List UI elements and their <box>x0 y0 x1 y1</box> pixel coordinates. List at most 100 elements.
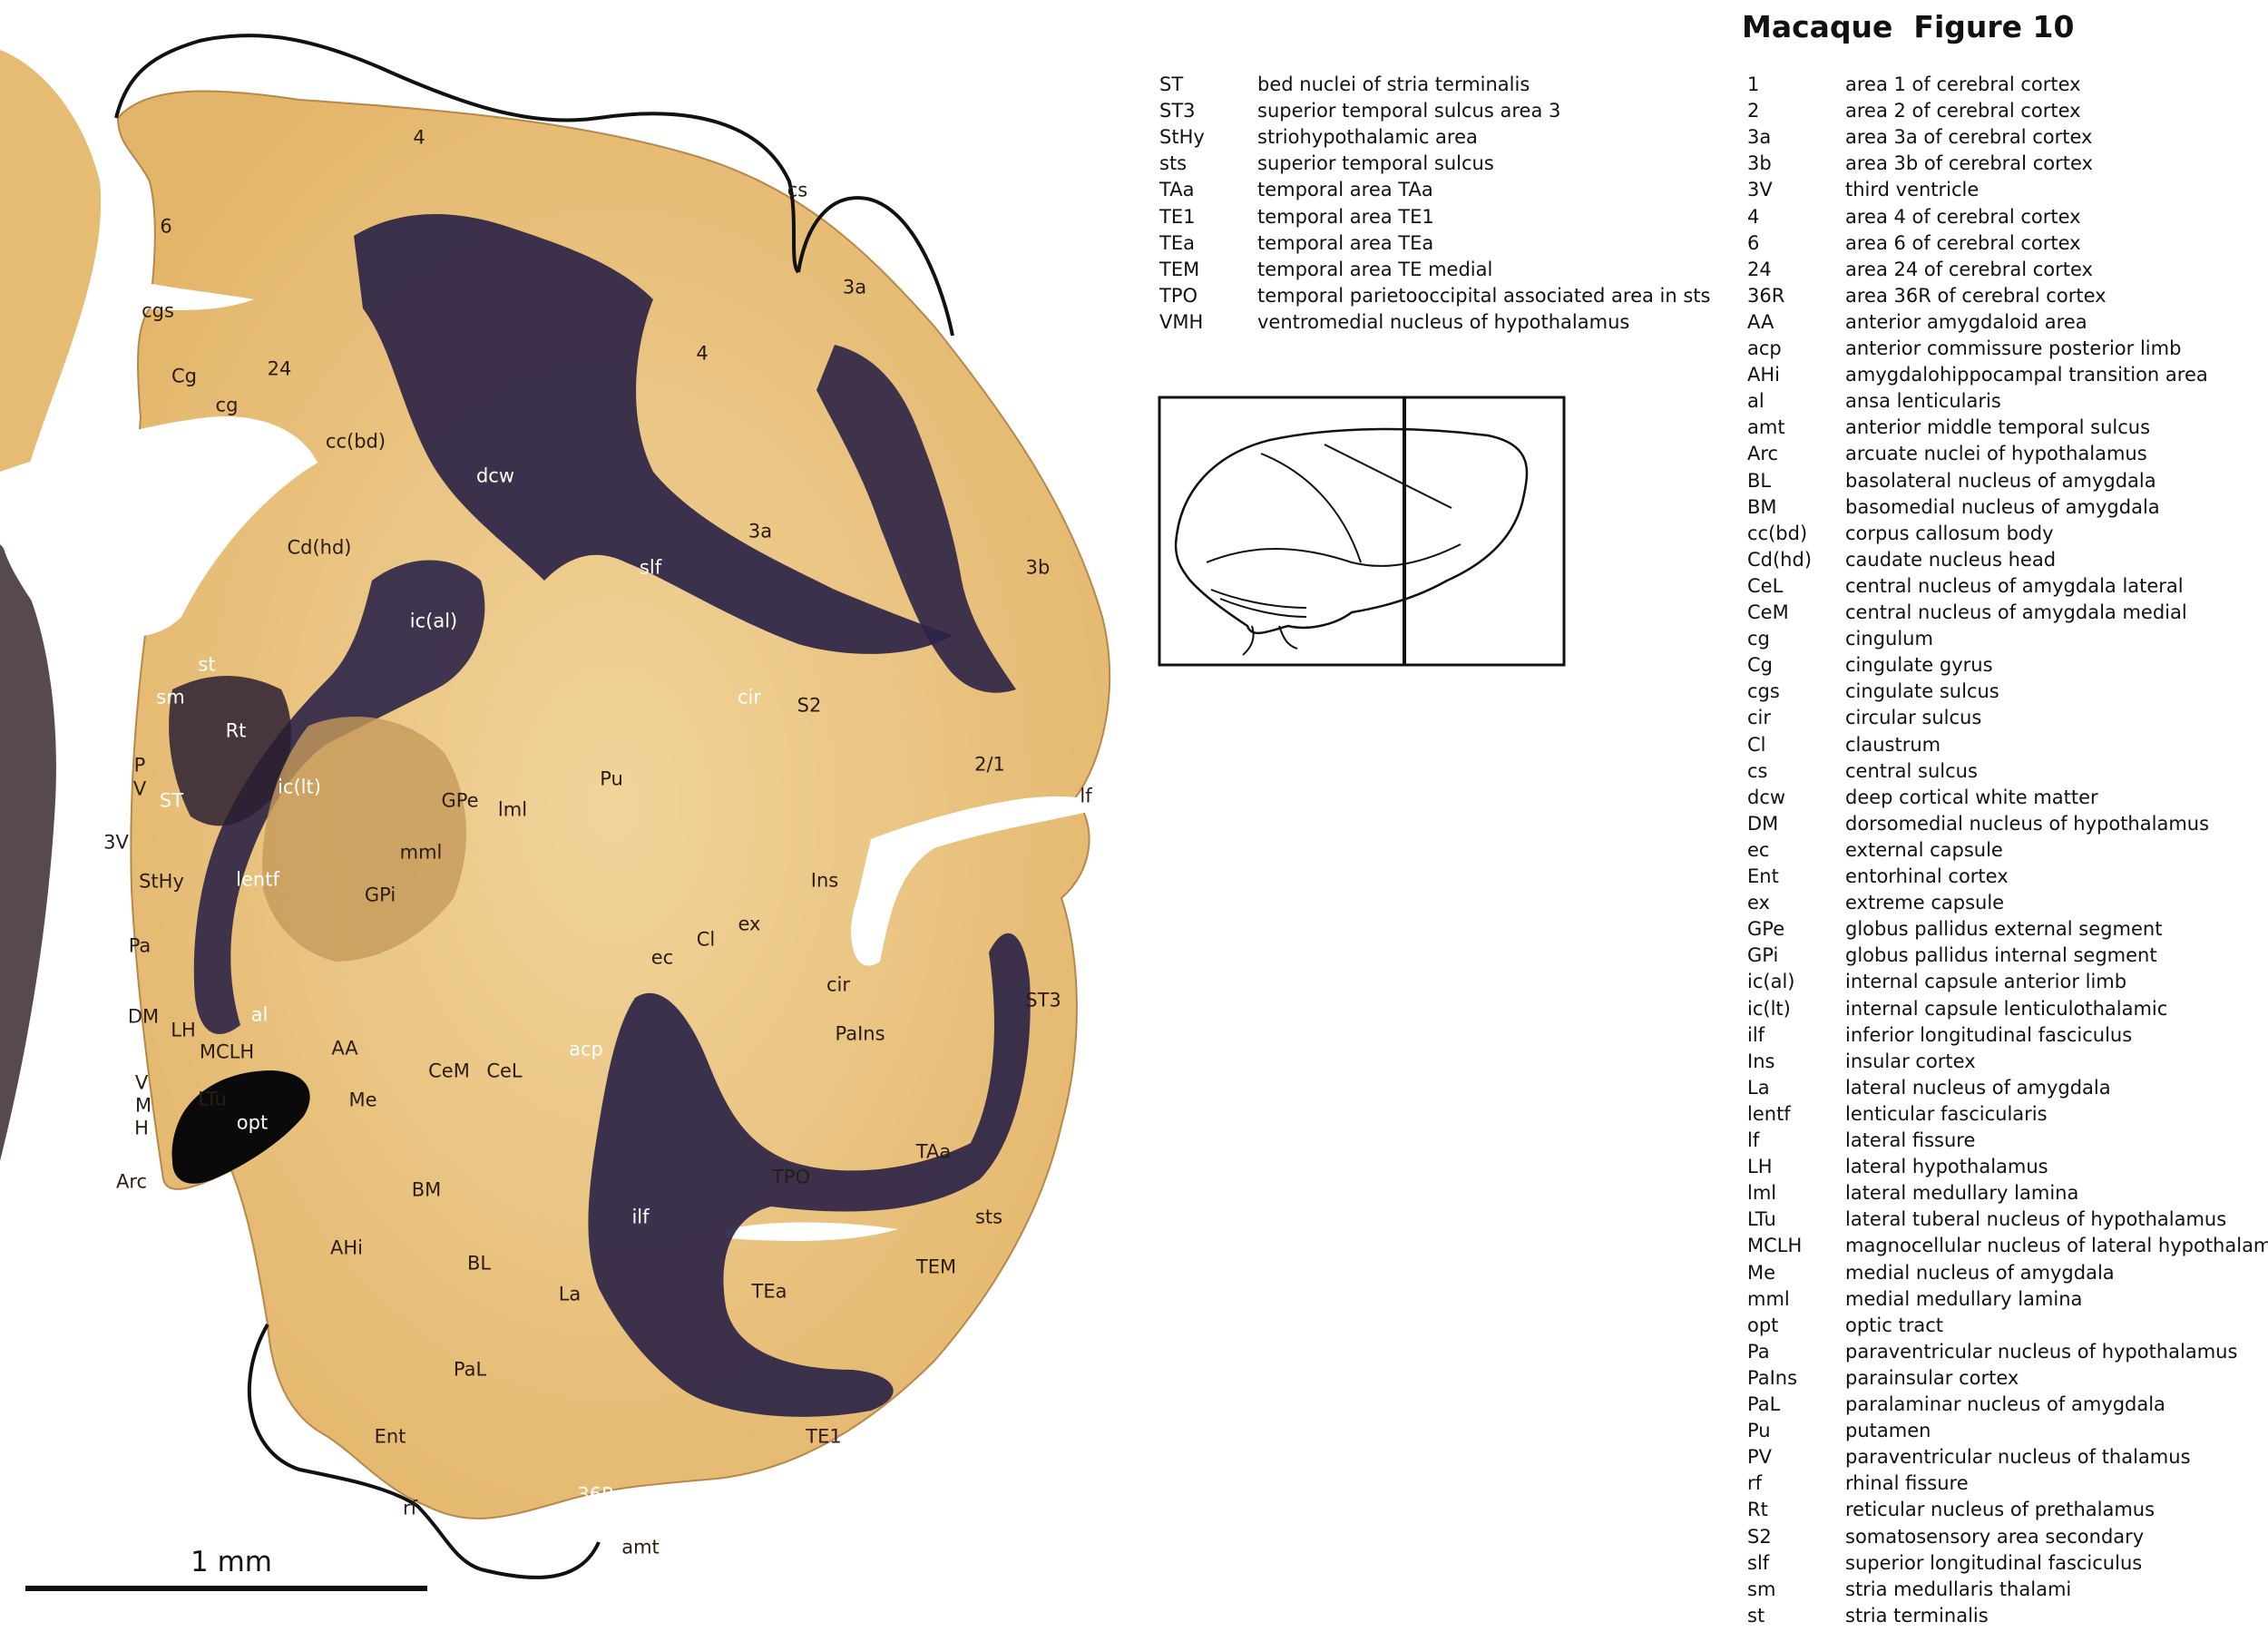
label-lml: lml <box>498 801 527 820</box>
label-BM: BM <box>412 1181 442 1200</box>
label-MCLH: MCLH <box>200 1043 254 1062</box>
scale-bar <box>25 1586 427 1591</box>
medial-tissue-strip <box>0 50 101 490</box>
label-Cl: Cl <box>697 931 716 950</box>
legend-description: somatosensory area secondary <box>1845 1525 2144 1549</box>
legend-description: globus pallidus external segment <box>1845 917 2162 942</box>
label-S2: S2 <box>797 697 822 716</box>
legend-abbreviation: GPe <box>1747 917 1784 942</box>
legend-description: superior longitudinal fasciculus <box>1845 1551 2142 1576</box>
legend-description: area 6 of cerebral cortex <box>1845 231 2081 256</box>
legend-abbreviation: ex <box>1747 891 1770 915</box>
legend-description: corpus callosum body <box>1845 522 2054 546</box>
legend-abbreviation: CeL <box>1747 574 1783 599</box>
label-Pa: Pa <box>129 937 152 956</box>
legend-abbreviation: al <box>1747 389 1765 414</box>
label-lf: lf <box>1080 787 1091 806</box>
label-Arc: Arc <box>116 1173 147 1192</box>
legend-abbreviation: GPi <box>1747 943 1778 968</box>
label-ical: ic(al) <box>410 612 457 631</box>
legend-abbreviation: Rt <box>1747 1498 1768 1522</box>
label-ST: ST <box>160 792 183 811</box>
legend-description: area 36R of cerebral cortex <box>1845 284 2107 308</box>
legend-abbreviation: cg <box>1747 627 1770 651</box>
legend-abbreviation: 24 <box>1747 258 1772 282</box>
legend-description: lateral hypothalamus <box>1845 1155 2048 1179</box>
label-mml: mml <box>400 844 443 863</box>
label-PaL: PaL <box>454 1361 486 1380</box>
legend-description: dorsomedial nucleus of hypothalamus <box>1845 812 2209 836</box>
legend-abbreviation: Me <box>1747 1261 1775 1285</box>
label-2-1: 2/1 <box>974 756 1005 775</box>
legend-abbreviation: ST3 <box>1159 99 1196 123</box>
label-LH: LH <box>171 1021 196 1040</box>
label-Ent: Ent <box>375 1428 406 1447</box>
label-3a-top: 3a <box>843 278 866 298</box>
legend-abbreviation: lml <box>1747 1181 1776 1206</box>
legend-abbreviation: 3a <box>1747 125 1771 150</box>
legend-description: circular sulcus <box>1845 706 1981 730</box>
legend-description: insular cortex <box>1845 1050 1976 1074</box>
legend-description: area 3a of cerebral cortex <box>1845 125 2092 150</box>
legend-abbreviation: S2 <box>1747 1525 1772 1549</box>
label-Cdhd: Cd(hd) <box>287 539 351 558</box>
legend-abbreviation: amt <box>1747 415 1785 440</box>
label-BL: BL <box>467 1255 491 1274</box>
label-ccbd: cc(bd) <box>326 433 386 452</box>
label-TPO: TPO <box>772 1168 810 1187</box>
legend-description: paraventricular nucleus of hypothalamus <box>1845 1340 2237 1364</box>
legend-description: anterior commissure posterior limb <box>1845 337 2181 361</box>
legend-description: lateral tuberal nucleus of hypothalamus <box>1845 1207 2226 1232</box>
legend-description: striohypothalamic area <box>1257 125 1478 150</box>
legend-abbreviation: Ent <box>1747 865 1779 889</box>
legend-description: central sulcus <box>1845 759 1978 784</box>
legend-description: deep cortical white matter <box>1845 786 2098 810</box>
legend-abbreviation: BM <box>1747 495 1777 520</box>
label-V-lower: V <box>135 1074 148 1093</box>
legend-abbreviation: PaIns <box>1747 1366 1797 1391</box>
legend-description: optic tract <box>1845 1314 1943 1338</box>
label-st: st <box>198 656 215 675</box>
medial-dark-edge <box>0 544 56 1161</box>
legend-description: arcuate nuclei of hypothalamus <box>1845 442 2147 466</box>
legend-description: lenticular fascicularis <box>1845 1102 2048 1127</box>
legend-description: stria medullaris thalami <box>1845 1578 2071 1602</box>
legend-abbreviation: 4 <box>1747 205 1759 230</box>
legend-abbreviation: Cg <box>1747 653 1773 678</box>
label-V: V <box>133 780 146 799</box>
label-DM: DM <box>128 1008 159 1027</box>
legend-abbreviation: lf <box>1747 1128 1759 1153</box>
legend-abbreviation: sts <box>1159 151 1187 176</box>
legend-abbreviation: 36R <box>1747 284 1784 308</box>
legend-abbreviation: PaL <box>1747 1392 1780 1417</box>
label-LTu: LTu <box>198 1090 227 1109</box>
label-acp: acp <box>569 1040 603 1060</box>
legend-abbreviation: ec <box>1747 838 1769 863</box>
label-opt: opt <box>237 1114 268 1133</box>
legend-description: lateral medullary lamina <box>1845 1181 2078 1206</box>
label-La: La <box>559 1285 582 1304</box>
figure-title: Macaque Figure 10 <box>1742 9 2074 44</box>
legend-description: external capsule <box>1845 838 2003 863</box>
legend-description: third ventricle <box>1845 178 1979 202</box>
label-ec: ec <box>651 949 673 968</box>
legend-abbreviation: cc(bd) <box>1747 522 1807 546</box>
label-36R: 36R <box>577 1486 614 1505</box>
legend-abbreviation: ilf <box>1747 1023 1765 1048</box>
label-ex: ex <box>738 915 761 934</box>
label-GPi: GPi <box>365 886 396 905</box>
legend-abbreviation: ST <box>1159 73 1183 97</box>
label-sts: sts <box>975 1208 1002 1227</box>
label-amt: amt <box>621 1539 660 1558</box>
legend-abbreviation: TEa <box>1159 231 1195 256</box>
legend-abbreviation: dcw <box>1747 786 1785 810</box>
label-M: M <box>135 1097 152 1116</box>
label-slf: slf <box>640 559 661 578</box>
legend-description: internal capsule lenticulothalamic <box>1845 997 2167 1021</box>
label-CeL: CeL <box>486 1062 522 1081</box>
legend-description: medial medullary lamina <box>1845 1287 2082 1312</box>
label-area-6: 6 <box>160 218 171 237</box>
legend-abbreviation: LH <box>1747 1155 1773 1179</box>
label-TAa: TAa <box>916 1143 951 1162</box>
legend-description: globus pallidus internal segment <box>1845 943 2157 968</box>
